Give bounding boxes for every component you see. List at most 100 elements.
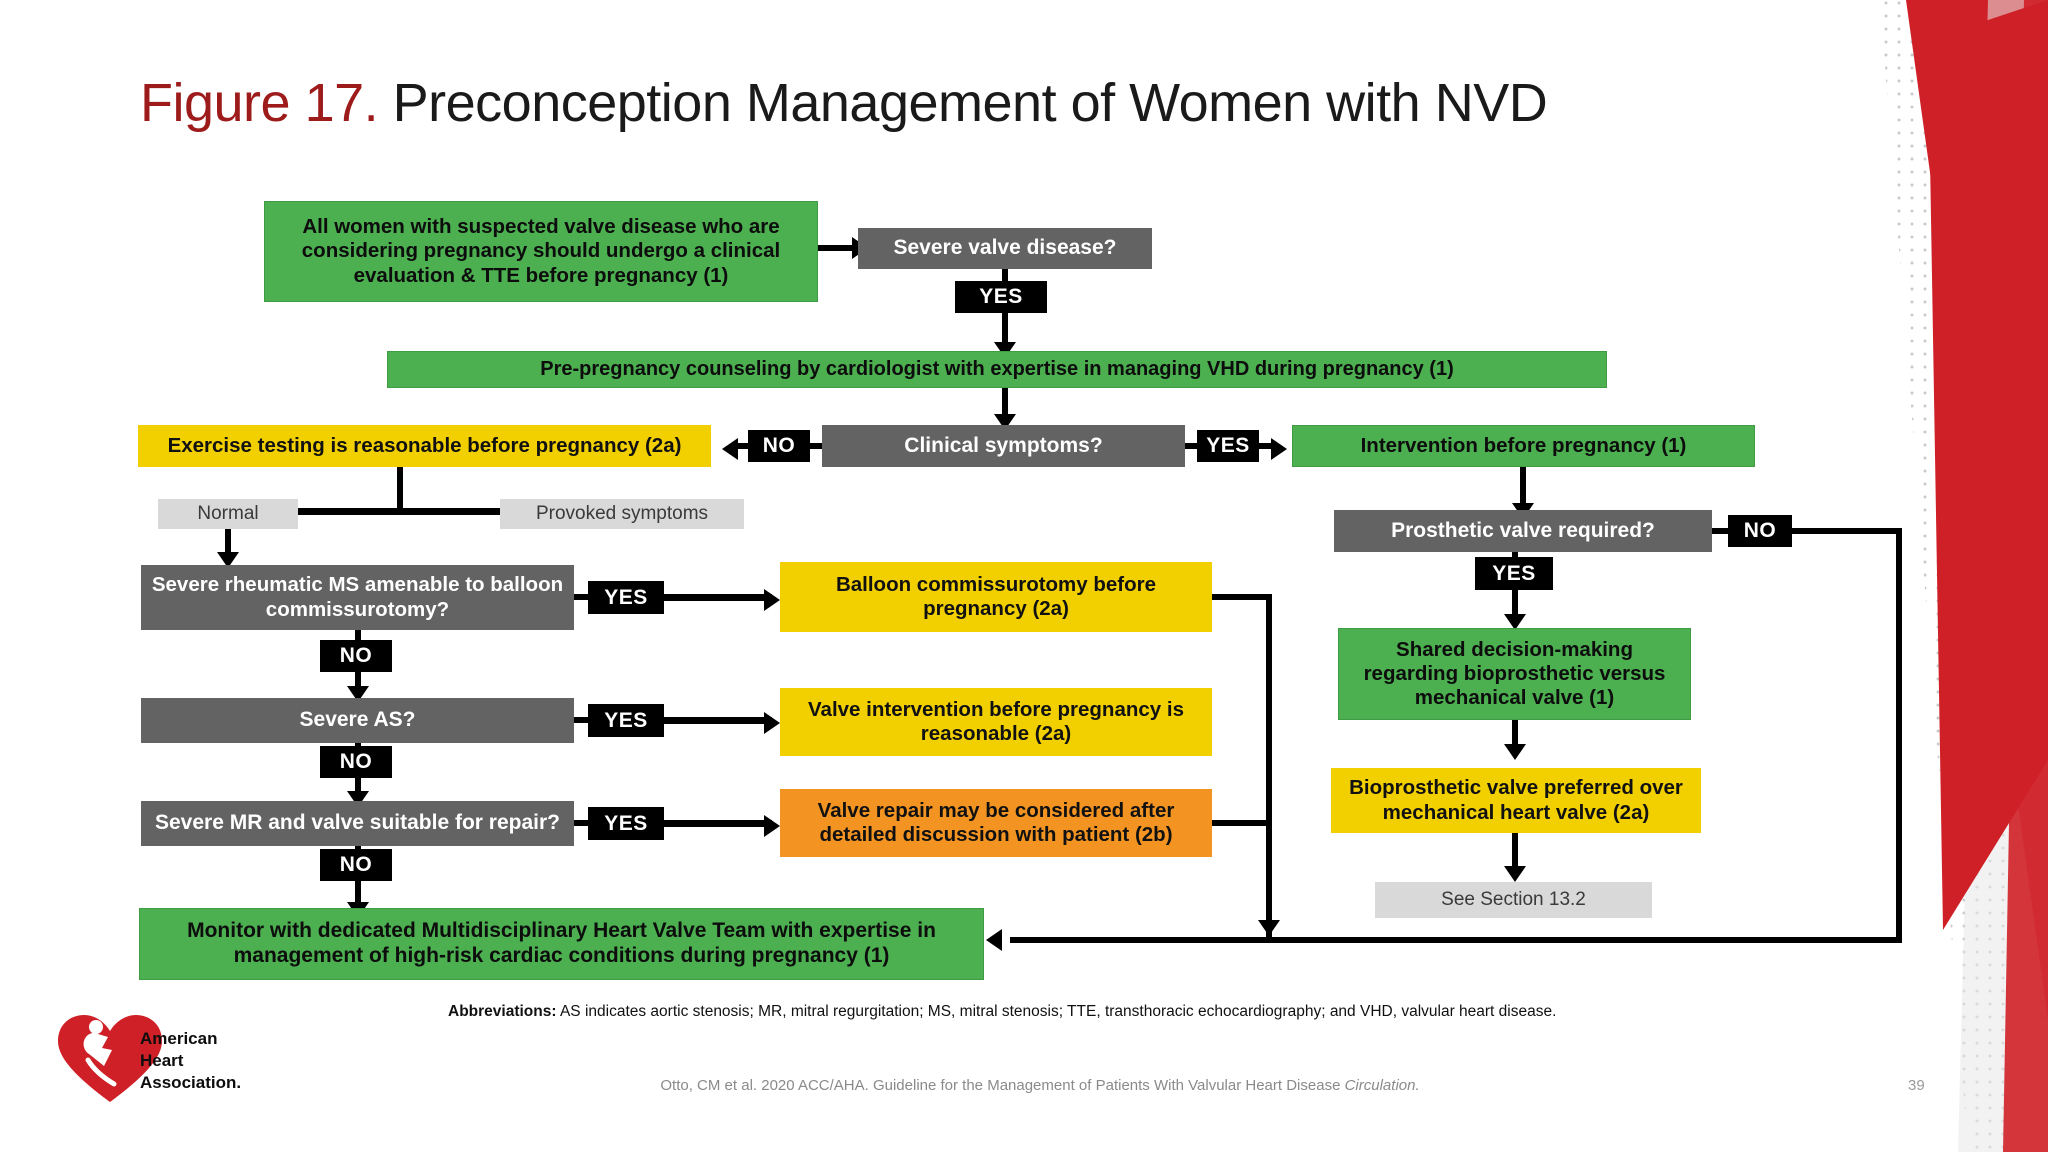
node-monitor-label: Monitor with dedicated Multidisciplinary…	[187, 919, 936, 967]
node-initial-evaluation-label: All women with suspected valve disease w…	[301, 215, 781, 287]
badge-no-severe-mr-label: NO	[339, 853, 373, 876]
node-intervention-before-pregnancy[interactable]: Intervention before pregnancy (1)	[1292, 425, 1755, 467]
arrowhead-severe-mr-to-valve-repair	[764, 815, 780, 837]
node-bioprosthetic-preferred-label: Bioprosthetic valve preferred over mecha…	[1349, 776, 1683, 824]
connector-initial-to-severe	[818, 245, 854, 251]
node-severe-valve-disease-label: Severe valve disease?	[893, 236, 1117, 260]
badge-no-clinical-symptoms: NO	[748, 430, 810, 462]
badge-yes-prosthetic-valve-label: YES	[1492, 561, 1536, 585]
node-valve-intervention[interactable]: Valve intervention before pregnancy is r…	[780, 688, 1212, 756]
badge-yes-severe-valve: YES	[955, 281, 1047, 313]
connector-exercise-down	[397, 467, 403, 508]
connector-severe-ms-yes-stub	[574, 594, 588, 600]
node-exercise-testing[interactable]: Exercise testing is reasonable before pr…	[138, 425, 711, 467]
node-see-section-label: See Section 13.2	[1441, 888, 1586, 910]
node-clinical-symptoms-label: Clinical symptoms?	[904, 433, 1103, 457]
node-exercise-testing-label: Exercise testing is reasonable before pr…	[167, 433, 682, 457]
node-valve-repair-label: Valve repair may be considered after det…	[817, 798, 1175, 846]
node-severe-mr-label: Severe MR and valve suitable for repair?	[155, 811, 560, 835]
node-clinical-symptoms[interactable]: Clinical symptoms?	[822, 425, 1185, 467]
node-pre-pregnancy-counseling-label: Pre-pregnancy counseling by cardiologist…	[540, 357, 1454, 380]
badge-no-severe-mr: NO	[320, 849, 392, 881]
node-provoked-symptoms[interactable]: Provoked symptoms	[500, 499, 744, 529]
node-valve-intervention-label: Valve intervention before pregnancy is r…	[808, 697, 1184, 745]
node-prosthetic-valve-required[interactable]: Prosthetic valve required?	[1334, 510, 1712, 552]
arrowhead-no-rail-to-monitor	[986, 929, 1002, 951]
badge-yes-severe-mr-label: YES	[604, 811, 648, 835]
connector-yes-to-intervention	[1259, 443, 1271, 449]
node-severe-ms[interactable]: Severe rheumatic MS amenable to balloon …	[141, 565, 574, 630]
node-shared-decision-making[interactable]: Shared decision-making regarding biopros…	[1338, 628, 1691, 720]
node-valve-repair[interactable]: Valve repair may be considered after det…	[780, 789, 1212, 857]
badge-yes-severe-ms-label: YES	[604, 585, 648, 609]
arrowhead-severe-as-to-valve-intervention	[764, 712, 780, 734]
citation: Otto, CM et al. 2020 ACC/AHA. Guideline …	[430, 1077, 1650, 1094]
node-severe-as-label: Severe AS?	[299, 708, 416, 732]
connector-severe-ms-to-severe-as	[355, 672, 361, 694]
abbreviations: Abbreviations: AS indicates aortic steno…	[448, 1003, 1628, 1021]
connector-severe-mr-yes-stub	[574, 820, 588, 826]
badge-yes-severe-mr: YES	[588, 807, 664, 840]
badge-yes-severe-ms: YES	[588, 581, 664, 614]
arrowhead-results-rail-to-monitor	[1258, 920, 1280, 936]
connector-severe-as-to-severe-mr	[355, 778, 361, 800]
abbreviations-text: AS indicates aortic stenosis; MR, mitral…	[556, 1003, 1557, 1020]
arrowhead-bioprosthetic-to-section	[1504, 866, 1526, 882]
connector-counseling-to-symptoms	[1002, 388, 1008, 419]
badge-no-clinical-symptoms-label: NO	[762, 434, 796, 457]
aha-logo-line2: Heart	[140, 1050, 184, 1070]
connector-severe-ms-no-stub	[355, 630, 361, 640]
node-balloon-commissurotomy-label: Balloon commissurotomy before pregnancy …	[835, 572, 1157, 620]
node-monitor[interactable]: Monitor with dedicated Multidisciplinary…	[139, 908, 984, 980]
badge-yes-prosthetic-valve: YES	[1475, 557, 1553, 590]
aha-logo-line3: Association.	[140, 1072, 242, 1092]
node-bioprosthetic-preferred[interactable]: Bioprosthetic valve preferred over mecha…	[1331, 768, 1701, 833]
node-severe-ms-label: Severe rheumatic MS amenable to balloon …	[151, 573, 564, 621]
connector-no-rail-bottom	[1010, 937, 1900, 943]
connector-results-rail-top	[1212, 594, 1272, 600]
badge-yes-severe-as-label: YES	[604, 708, 648, 732]
badge-no-severe-ms-label: NO	[339, 644, 373, 667]
node-provoked-symptoms-label: Provoked symptoms	[535, 502, 709, 524]
connector-symptoms-yes-stub	[1185, 443, 1197, 449]
connector-prosthetic-no-stub	[1712, 528, 1728, 534]
node-see-section[interactable]: See Section 13.2	[1375, 882, 1652, 918]
connector-intervention-to-prosthetic	[1520, 467, 1526, 511]
badge-no-prosthetic-valve-label: NO	[1743, 519, 1777, 542]
node-shared-decision-making-label: Shared decision-making regarding biopros…	[1363, 637, 1666, 710]
connector-severe-as-to-valve-intervention	[664, 717, 772, 724]
connector-results-rail-vertical	[1266, 594, 1272, 937]
connector-severe-mr-to-valve-repair	[664, 820, 772, 827]
connector-bioprosthetic-to-section	[1512, 833, 1518, 875]
node-normal[interactable]: Normal	[158, 499, 298, 529]
aha-logo-line1: American	[140, 1029, 218, 1048]
node-severe-mr[interactable]: Severe MR and valve suitable for repair?	[141, 801, 574, 846]
badge-no-severe-ms: NO	[320, 640, 392, 672]
connector-severe-to-counseling	[1002, 313, 1008, 346]
aha-logo	[52, 1010, 282, 1110]
node-balloon-commissurotomy[interactable]: Balloon commissurotomy before pregnancy …	[780, 562, 1212, 632]
badge-no-prosthetic-valve: NO	[1728, 515, 1792, 547]
connector-no-rail-top	[1792, 528, 1902, 534]
page-number: 39	[1908, 1077, 1925, 1094]
connector-severe-yes-stub	[1002, 269, 1008, 281]
connector-prosthetic-to-shared	[1512, 590, 1518, 623]
node-pre-pregnancy-counseling[interactable]: Pre-pregnancy counseling by cardiologist…	[387, 351, 1607, 388]
node-severe-valve-disease[interactable]: Severe valve disease?	[858, 228, 1152, 269]
connector-severe-ms-to-balloon	[664, 594, 772, 601]
node-intervention-before-pregnancy-label: Intervention before pregnancy (1)	[1360, 433, 1687, 457]
badge-no-severe-as-label: NO	[339, 750, 373, 773]
arrowhead-prosthetic-to-shared	[1504, 614, 1526, 630]
badge-no-severe-as: NO	[320, 746, 392, 778]
page-title: Figure 17. Preconception Management of W…	[140, 72, 1548, 134]
node-initial-evaluation[interactable]: All women with suspected valve disease w…	[264, 201, 818, 302]
node-prosthetic-valve-required-label: Prosthetic valve required?	[1391, 518, 1655, 542]
title-text: Preconception Management of Women with N…	[378, 73, 1548, 133]
badge-yes-severe-as: YES	[588, 704, 664, 737]
arrowhead-normal-to-severe-ms	[217, 552, 239, 568]
connector-shared-to-bioprosthetic	[1512, 720, 1518, 752]
node-severe-as[interactable]: Severe AS?	[141, 698, 574, 743]
connector-severe-as-yes-stub	[574, 717, 588, 723]
badge-yes-clinical-symptoms: YES	[1197, 430, 1259, 462]
